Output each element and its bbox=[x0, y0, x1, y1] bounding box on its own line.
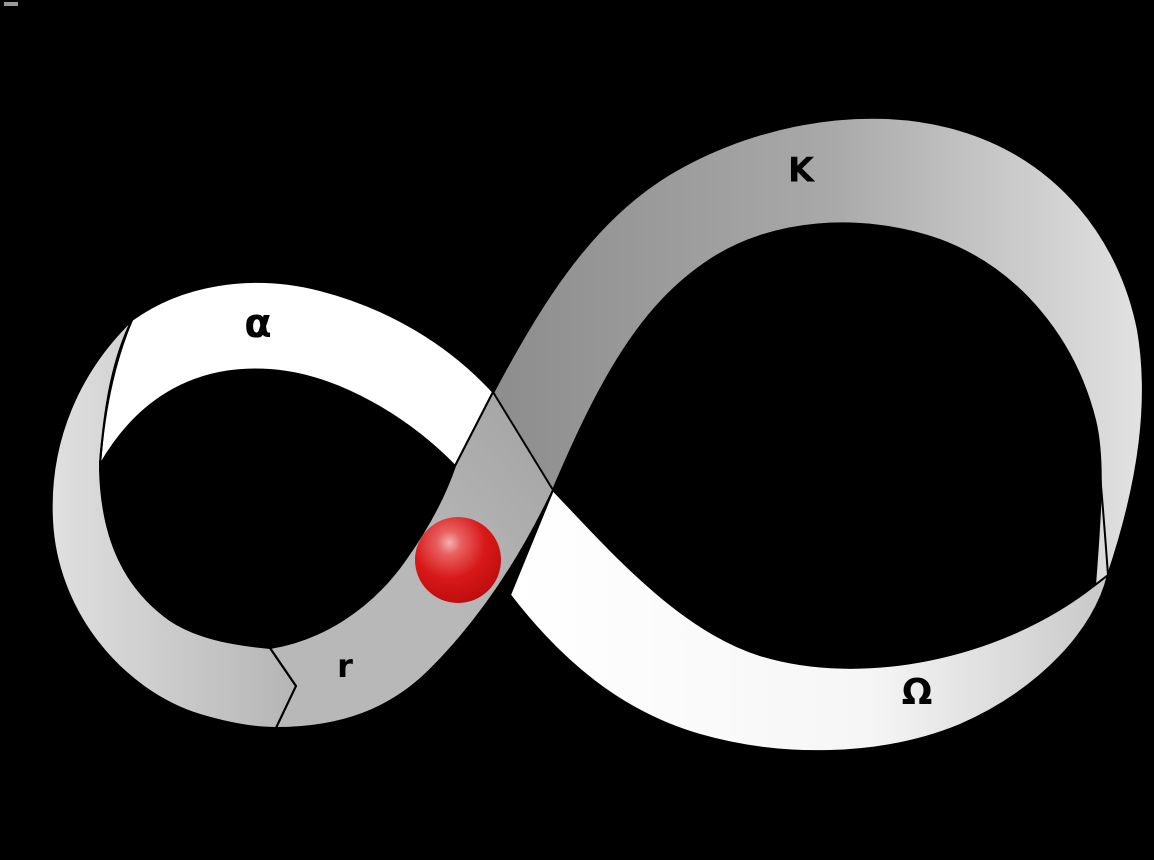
fold-line-left bbox=[99, 319, 133, 466]
band-alpha-white bbox=[99, 281, 495, 468]
label-kappa: K bbox=[788, 151, 816, 191]
label-omega: Ω bbox=[902, 672, 933, 713]
band-omega-white bbox=[508, 488, 1110, 753]
band-r-grey bbox=[268, 389, 555, 730]
fold-line-right bbox=[1094, 419, 1109, 576]
seam-notch bbox=[269, 647, 298, 729]
red-ball bbox=[415, 517, 501, 603]
label-alpha: α bbox=[244, 301, 271, 347]
band-kappa-grey bbox=[453, 116, 1144, 588]
label-r: r bbox=[337, 647, 353, 685]
corner-mark bbox=[4, 2, 18, 6]
